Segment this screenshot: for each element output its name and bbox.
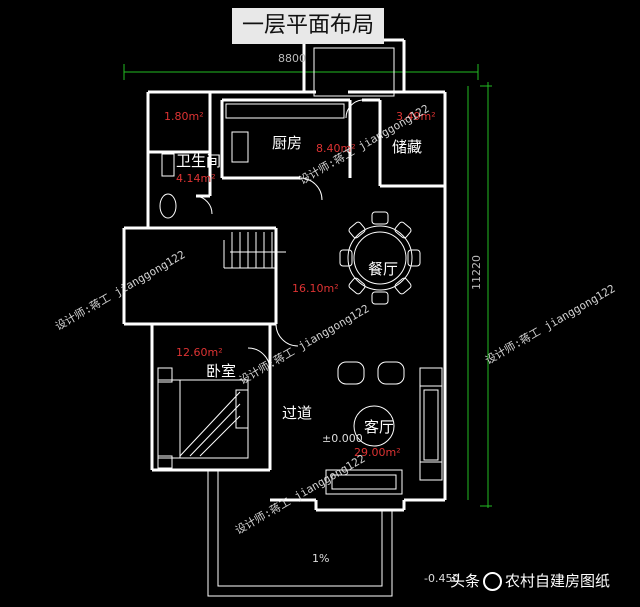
storage-label: 储藏: [392, 138, 423, 156]
dimension-lines: [123, 64, 492, 508]
floor-level: ±0.000: [322, 432, 363, 445]
outside-level: -0.450: [424, 572, 460, 585]
bedroom-label: 卧室: [206, 362, 237, 380]
corridor-label: 过道: [282, 404, 313, 422]
bathroom-area: 4.14m²: [176, 172, 216, 185]
plan-title: 一层平面布局: [232, 8, 384, 44]
dining-area: 16.10m²: [292, 282, 339, 295]
kitchen-label: 厨房: [272, 134, 303, 152]
living-area: 29.00m²: [354, 446, 401, 459]
footer-credit: 头条 农村自建房图纸: [450, 570, 610, 591]
footer-prefix: 头条: [450, 572, 481, 590]
ramp-slope: 1%: [312, 552, 330, 565]
living-label: 客厅: [364, 418, 395, 436]
walls: [122, 38, 447, 512]
bedroom-area: 12.60m²: [176, 346, 223, 359]
bathroom-small-area: 1.80m²: [164, 110, 204, 123]
storage-area: 3.49m²: [396, 110, 436, 123]
at-icon: [483, 572, 503, 591]
bathroom-label: 卫生间: [176, 152, 222, 170]
height-dimension: 11220: [470, 255, 483, 290]
width-dimension: 8800: [278, 52, 306, 65]
dining-label: 餐厅: [368, 260, 399, 278]
kitchen-area: 8.40m²: [316, 142, 356, 155]
footer-author: 农村自建房图纸: [505, 572, 611, 590]
